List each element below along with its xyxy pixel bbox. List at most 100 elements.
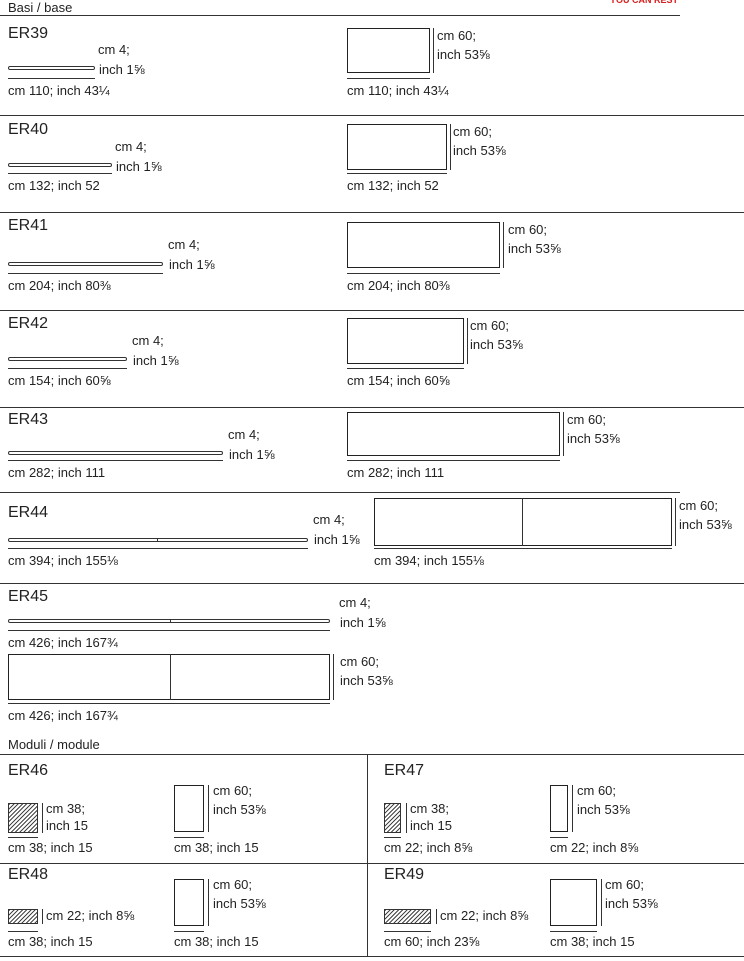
base-width-dimension-line (8, 460, 223, 461)
module-section-width: cm 38; inch 15 (8, 934, 93, 949)
module-section-dimension-line (436, 909, 437, 924)
base-depth-cm: cm 60; (437, 28, 477, 43)
divider (0, 310, 744, 311)
module-front-view (550, 879, 597, 926)
section-title-base: Basi / base (8, 0, 73, 15)
module-front-view (550, 785, 568, 832)
base-depth-inch: inch 53⅝ (453, 143, 506, 158)
module-front-view (174, 879, 204, 926)
base-width-dimension-line (8, 273, 163, 274)
base-width-dimension-line (8, 368, 127, 369)
base-thickness-cm: cm 4; (132, 333, 164, 348)
base-depth-cm: cm 60; (470, 318, 510, 333)
base-depth-dimension-line (563, 412, 564, 456)
divider (0, 492, 680, 493)
divider (367, 754, 368, 957)
module-front-inch: inch 53⅝ (605, 896, 658, 911)
base-side-width: cm 282; inch 111 (8, 465, 106, 480)
base-top-width-dimension-line (347, 78, 430, 79)
module-section-width-line (384, 931, 431, 932)
base-code: ER43 (8, 411, 49, 428)
base-top-width-dimension-line (347, 273, 500, 274)
base-top-width: cm 154; inch 60⅝ (347, 373, 450, 388)
module-front-inch: inch 53⅝ (213, 802, 266, 817)
module-front-inch: inch 53⅝ (213, 896, 266, 911)
base-joint (157, 538, 158, 542)
base-top-view (347, 124, 447, 170)
module-code: ER46 (8, 762, 49, 779)
base-side-width: cm 154; inch 60⅝ (8, 373, 111, 388)
base-top-view (347, 318, 464, 364)
base-depth-dimension-line (333, 654, 334, 700)
base-depth-cm: cm 60; (453, 124, 493, 139)
module-section-dim-2: inch 15 (410, 818, 452, 833)
module-front-width: cm 38; inch 15 (174, 934, 259, 949)
divider (0, 583, 744, 584)
module-front-dimension-line (208, 879, 209, 926)
base-side-width: cm 394; inch 155⅛ (8, 553, 118, 568)
base-thickness-inch: inch 1⅝ (340, 615, 386, 630)
base-top-view (374, 498, 672, 546)
module-front-view (174, 785, 204, 832)
base-depth-cm: cm 60; (679, 498, 719, 513)
module-section-hatched (384, 803, 401, 833)
base-top-view (347, 222, 500, 268)
module-front-width: cm 22; inch 8⅝ (550, 840, 639, 855)
module-code: ER48 (8, 866, 49, 883)
module-section-width-line (8, 931, 38, 932)
module-front-dimension-line (572, 785, 573, 832)
module-section-width-line (8, 837, 38, 838)
base-side-profile (8, 262, 163, 266)
module-section-dim-1: cm 22; inch 8⅝ (440, 908, 529, 923)
module-section-dim-1: cm 38; (46, 801, 86, 816)
base-width-dimension-line (8, 78, 95, 79)
base-code: ER39 (8, 25, 49, 42)
base-top-width: cm 204; inch 80⅜ (347, 278, 450, 293)
base-side-width: cm 132; inch 52 (8, 178, 100, 193)
base-top-width-dimension-line (8, 703, 330, 704)
module-section-width: cm 38; inch 15 (8, 840, 93, 855)
base-top-width: cm 132; inch 52 (347, 178, 439, 193)
base-top-width: cm 394; inch 155⅛ (374, 553, 484, 568)
module-front-cm: cm 60; (577, 783, 617, 798)
module-front-width-line (174, 837, 204, 838)
base-code: ER44 (8, 504, 49, 521)
base-thickness-cm: cm 4; (313, 512, 345, 527)
corner-note: YOU CAN REST (610, 0, 679, 5)
base-side-profile (8, 357, 127, 361)
base-top-width: cm 426; inch 167¾ (8, 708, 118, 723)
module-front-width-line (550, 837, 568, 838)
base-top-width-dimension-line (347, 368, 464, 369)
base-depth-cm: cm 60; (567, 412, 607, 427)
base-thickness-cm: cm 4; (98, 42, 130, 57)
base-thickness-cm: cm 4; (168, 237, 200, 252)
module-front-dimension-line (208, 785, 209, 832)
module-section-width-line (384, 837, 401, 838)
base-thickness-cm: cm 4; (339, 595, 371, 610)
base-width-dimension-line (8, 548, 308, 549)
base-code: ER41 (8, 217, 49, 234)
module-front-dimension-line (601, 879, 602, 926)
base-depth-cm: cm 60; (508, 222, 548, 237)
base-depth-dimension-line (675, 498, 676, 546)
base-top-view (347, 28, 430, 73)
base-side-profile (8, 619, 330, 623)
base-depth-cm: cm 60; (340, 654, 380, 669)
section-title-modules: Moduli / module (8, 737, 100, 752)
module-front-cm: cm 60; (213, 783, 253, 798)
module-section-dimension-line (42, 909, 43, 924)
module-front-cm: cm 60; (213, 877, 253, 892)
base-top-width-dimension-line (347, 173, 447, 174)
base-side-width: cm 426; inch 167¾ (8, 635, 118, 650)
base-thickness-inch: inch 1⅝ (229, 447, 275, 462)
base-side-profile (8, 451, 223, 455)
base-top-width: cm 282; inch 111 (347, 465, 445, 480)
base-thickness-inch: inch 1⅝ (116, 159, 162, 174)
module-front-width-line (174, 931, 204, 932)
base-depth-inch: inch 53⅝ (437, 47, 490, 62)
divider (0, 15, 680, 16)
base-top-joint (170, 654, 171, 700)
module-section-dim-1: cm 22; inch 8⅝ (46, 908, 135, 923)
base-depth-inch: inch 53⅝ (340, 673, 393, 688)
module-front-inch: inch 53⅝ (577, 802, 630, 817)
